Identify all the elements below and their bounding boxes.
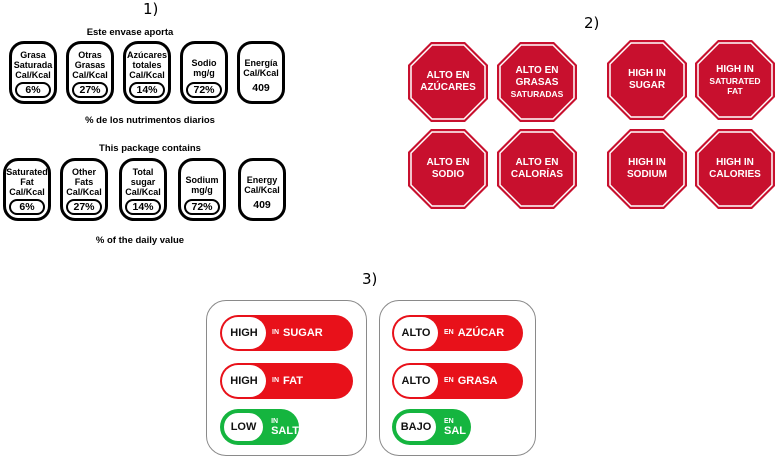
gda-name: Energy Cal/Kcal xyxy=(244,175,280,195)
gda-value: 72% xyxy=(186,82,222,98)
pill-prep: EN xyxy=(444,377,454,384)
pill-level: HIGH xyxy=(222,317,266,349)
gda-es-sodium: Sodio mg/g 72% xyxy=(180,41,228,104)
gda-name: Sodium mg/g xyxy=(185,175,219,195)
pill-prep: IN xyxy=(272,377,279,384)
octagon-icon xyxy=(408,42,488,122)
gda-en-footer: % of the daily value xyxy=(95,235,185,246)
gda-value: 27% xyxy=(66,199,102,215)
gda-name: Energía Cal/Kcal xyxy=(243,58,279,78)
gda-name: Azúcares totales Cal/Kcal xyxy=(126,50,168,80)
stop-sign-subtext: SATURADAS xyxy=(510,89,564,99)
pill-alto-azucar: ALTO EN AZÚCAR xyxy=(392,315,523,351)
stop-sign-text: HIGH IN SODIUM xyxy=(627,157,667,180)
gda-value: 6% xyxy=(15,82,51,98)
octagon-icon xyxy=(607,129,687,209)
gda-value: 6% xyxy=(9,199,45,215)
stop-sign-en-sodium: HIGH IN SODIUM xyxy=(606,128,688,210)
gda-en-other-fats: Other Fats Cal/Kcal 27% xyxy=(60,158,108,221)
pill-nutrient: SAL xyxy=(444,424,466,437)
gda-name: Otras Grasas Cal/Kcal xyxy=(72,50,108,80)
gda-value: 409 xyxy=(252,82,270,94)
pill-nutrient: SALT xyxy=(271,424,299,437)
pill-nutrient: FAT xyxy=(283,375,303,387)
gda-value: 27% xyxy=(72,82,108,98)
gda-es-title: Este envase aporta xyxy=(86,27,174,38)
pill-high-sugar: HIGH IN SUGAR xyxy=(220,315,353,351)
stop-sign-text: ALTO EN SODIO xyxy=(426,157,470,180)
section-1-label: 1) xyxy=(143,0,159,18)
section-3-label: 3) xyxy=(362,270,378,288)
pill-alto-grasa: ALTO EN GRASA xyxy=(392,363,523,399)
stop-sign-en-calories: HIGH IN CALORIES xyxy=(694,128,776,210)
pill-level: LOW xyxy=(222,411,266,443)
gda-es-other-fats: Otras Grasas Cal/Kcal 27% xyxy=(66,41,114,104)
octagon-icon xyxy=(695,40,775,120)
pill-prep: IN xyxy=(272,329,279,336)
gda-es-energy: Energía Cal/Kcal 409 xyxy=(237,41,285,104)
gda-name: Sodio mg/g xyxy=(191,58,217,78)
octagon-icon xyxy=(408,129,488,209)
stop-sign-es-sugars: ALTO EN AZÚCARES xyxy=(407,41,489,123)
gda-value: 14% xyxy=(125,199,161,215)
stop-sign-subtext: SATURATED FAT xyxy=(709,76,761,96)
stop-sign-text: HIGH IN SUGAR xyxy=(628,68,666,91)
octagon-icon xyxy=(497,42,577,122)
pill-level: ALTO xyxy=(394,365,438,397)
gda-name: Saturated Fat Cal/Kcal xyxy=(6,167,48,197)
pill-level: ALTO xyxy=(394,317,438,349)
pill-level: BAJO xyxy=(394,411,438,443)
traffic-panel-english: HIGH IN SUGAR HIGH IN FAT LOW IN SALT xyxy=(206,300,367,456)
pill-bajo-sal: BAJO EN SAL xyxy=(392,409,471,445)
gda-es-saturated-fat: Grasa Saturada Cal/Kcal 6% xyxy=(9,41,57,104)
octagon-icon xyxy=(607,40,687,120)
stop-sign-text: ALTO EN GRASAS xyxy=(515,65,559,88)
gda-en-sodium: Sodium mg/g 72% xyxy=(178,158,226,221)
gda-name: Grasa Saturada Cal/Kcal xyxy=(13,50,53,80)
pill-low-salt: LOW IN SALT xyxy=(220,409,299,445)
pill-level: HIGH xyxy=(222,365,266,397)
stop-sign-es-calories: ALTO EN CALORÍAS xyxy=(496,128,578,210)
gda-es-sugars: Azúcares totales Cal/Kcal 14% xyxy=(123,41,171,104)
gda-name: Other Fats Cal/Kcal xyxy=(66,167,102,197)
gda-es-footer: % de los nutrimentos diarios xyxy=(85,115,215,126)
stop-sign-text: ALTO EN AZÚCARES xyxy=(420,70,476,93)
pill-high-fat: HIGH IN FAT xyxy=(220,363,353,399)
pill-nutrient: AZÚCAR xyxy=(457,327,505,339)
pill-prep: EN xyxy=(444,329,454,336)
pill-prep: IN xyxy=(271,417,279,425)
gda-en-saturated-fat: Saturated Fat Cal/Kcal 6% xyxy=(3,158,51,221)
traffic-panel-spanish: ALTO EN AZÚCAR ALTO EN GRASA BAJO EN SAL xyxy=(379,300,536,456)
pill-nutrient: SUGAR xyxy=(283,327,323,339)
stop-sign-text: HIGH IN xyxy=(716,64,754,75)
section-2-label: 2) xyxy=(584,14,600,32)
gda-value: 409 xyxy=(253,199,271,211)
gda-en-energy: Energy Cal/Kcal 409 xyxy=(238,158,286,221)
gda-value: 72% xyxy=(184,199,220,215)
octagon-icon xyxy=(497,129,577,209)
stop-sign-text: ALTO EN CALORÍAS xyxy=(510,157,564,180)
stop-sign-en-sugar: HIGH IN SUGAR xyxy=(606,39,688,121)
gda-name: Total sugar Cal/Kcal xyxy=(125,167,161,197)
gda-en-title: This package contains xyxy=(99,143,201,154)
stop-sign-text: HIGH IN CALORIES xyxy=(709,157,761,180)
gda-value: 14% xyxy=(129,82,165,98)
stop-sign-es-sodium: ALTO EN SODIO xyxy=(407,128,489,210)
gda-en-total-sugar: Total sugar Cal/Kcal 14% xyxy=(119,158,167,221)
pill-nutrient: GRASA xyxy=(457,375,498,387)
octagon-icon xyxy=(695,129,775,209)
pill-prep: EN xyxy=(444,417,454,425)
